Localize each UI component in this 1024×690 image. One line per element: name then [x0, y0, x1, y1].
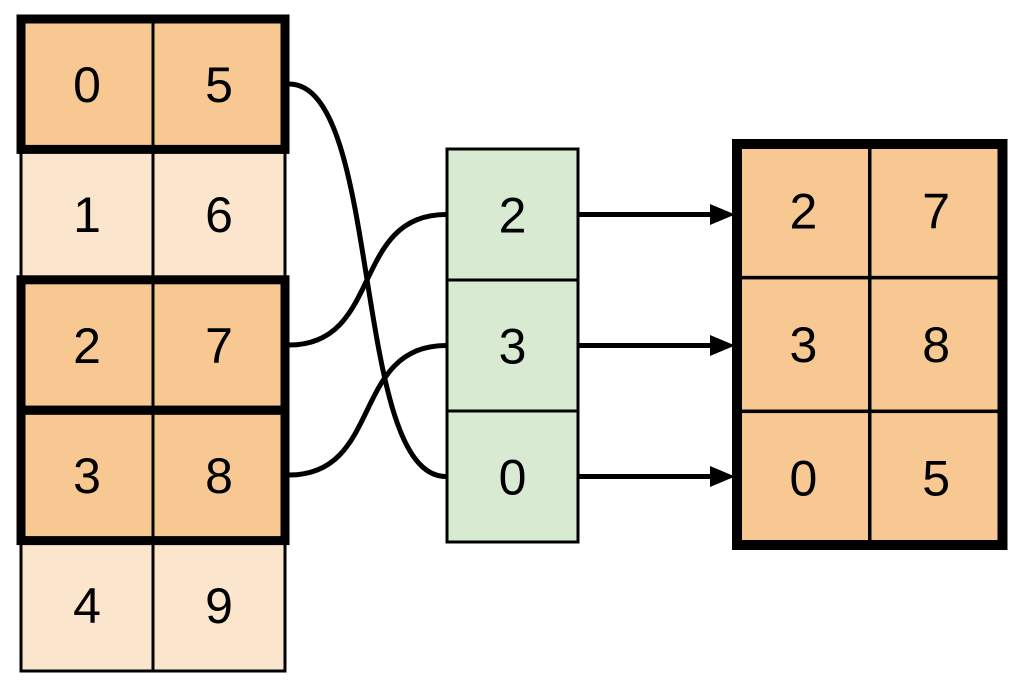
source-cell-label: 8 [205, 448, 233, 504]
source-cell-label: 5 [205, 57, 233, 113]
result-cell-label: 0 [789, 451, 817, 507]
arrowhead-icon [710, 204, 735, 225]
index-cell-label: 2 [499, 188, 527, 244]
source-cell-label: 4 [73, 578, 101, 634]
source-cell-r0c1 [151, 17, 287, 151]
source-cell-label: 0 [73, 57, 101, 113]
curve-row3-to-index3 [288, 343, 447, 478]
result-cell-r1c0 [735, 275, 872, 414]
result-cell-label: 3 [789, 317, 817, 373]
source-cell-r3c1 [151, 408, 287, 543]
source-cell-r4c1 [151, 539, 287, 673]
source-cell-label: 1 [73, 187, 101, 243]
source-cell-label: 3 [73, 448, 101, 504]
result-cell-r2c0 [735, 409, 872, 547]
source-cell-label: 6 [205, 187, 233, 243]
source-cell-r0c0 [19, 17, 155, 151]
source-row0-highlight-outline [16, 14, 290, 154]
selection-curves [288, 81, 447, 479]
curve-row2-to-index2 [288, 212, 447, 348]
source-cell-label: 9 [205, 578, 233, 634]
index-cell-label: 3 [499, 319, 527, 375]
source-row3-highlight-outline [16, 405, 290, 546]
index-cell-label: 0 [499, 450, 527, 506]
index-cell-0 [445, 147, 580, 282]
index-cell-2 [445, 409, 580, 544]
result-arrows [578, 204, 735, 487]
index-cell-1 [445, 278, 580, 413]
result-cell-r1c1 [868, 275, 1005, 414]
source-cell-label: 7 [205, 318, 233, 374]
result-table-outline [732, 139, 1008, 550]
arrowhead-icon [710, 335, 735, 356]
result-cell-r2c1 [868, 409, 1005, 547]
source-cell-r1c1 [151, 147, 287, 282]
result-table: 2 7 3 8 0 5 [732, 139, 1008, 550]
result-cell-label: 2 [789, 183, 817, 239]
source-table: 0 5 1 6 2 7 3 8 4 9 [16, 14, 290, 673]
source-cell-label: 2 [73, 318, 101, 374]
index-list: 2 3 0 [445, 147, 580, 544]
source-cell-r2c1 [151, 278, 287, 412]
result-cell-label: 5 [922, 451, 950, 507]
result-cell-label: 7 [922, 183, 950, 239]
result-cell-label: 8 [922, 317, 950, 373]
source-cell-r4c0 [19, 539, 155, 673]
arrowhead-icon [710, 466, 735, 487]
